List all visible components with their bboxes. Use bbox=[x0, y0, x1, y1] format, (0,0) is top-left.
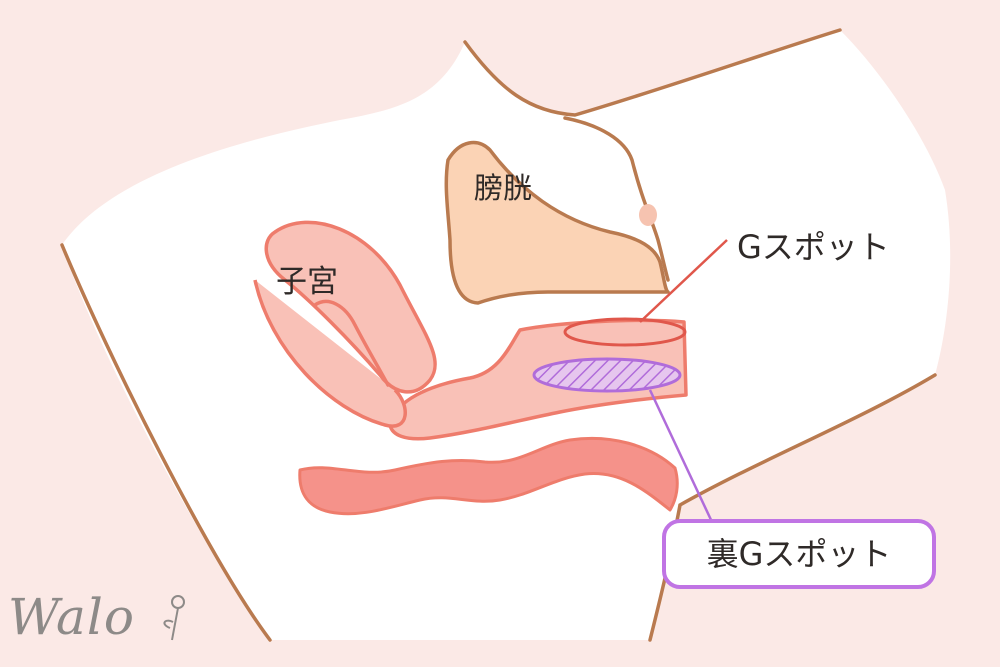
g-spot-leader-line bbox=[639, 239, 728, 323]
back-outline bbox=[60, 243, 272, 642]
body-silhouette bbox=[62, 30, 951, 640]
bladder-label: 膀胱 bbox=[474, 171, 533, 205]
uterus-outer bbox=[253, 220, 437, 428]
g-spot-marker bbox=[563, 317, 687, 347]
uterus-label: 子宮 bbox=[276, 264, 338, 300]
thigh-outline bbox=[648, 373, 937, 642]
g-spot-label: Gスポット bbox=[737, 228, 890, 266]
back-g-spot-marker bbox=[532, 357, 682, 393]
back-g-spot-label: 裏Gスポット bbox=[706, 535, 892, 573]
brand-logo: Walo bbox=[8, 588, 135, 646]
uterus-cavity bbox=[313, 299, 390, 387]
flower-logo-icon bbox=[163, 595, 185, 641]
bladder-shape bbox=[444, 140, 670, 305]
back-g-spot-callout: 裏Gスポット bbox=[662, 519, 936, 589]
pubic-bone-outline bbox=[563, 116, 670, 282]
pubic-bump bbox=[639, 204, 657, 226]
back-g-spot-leader-line bbox=[648, 389, 714, 523]
rectum-shape bbox=[298, 436, 679, 516]
abdomen-outline bbox=[463, 28, 842, 117]
